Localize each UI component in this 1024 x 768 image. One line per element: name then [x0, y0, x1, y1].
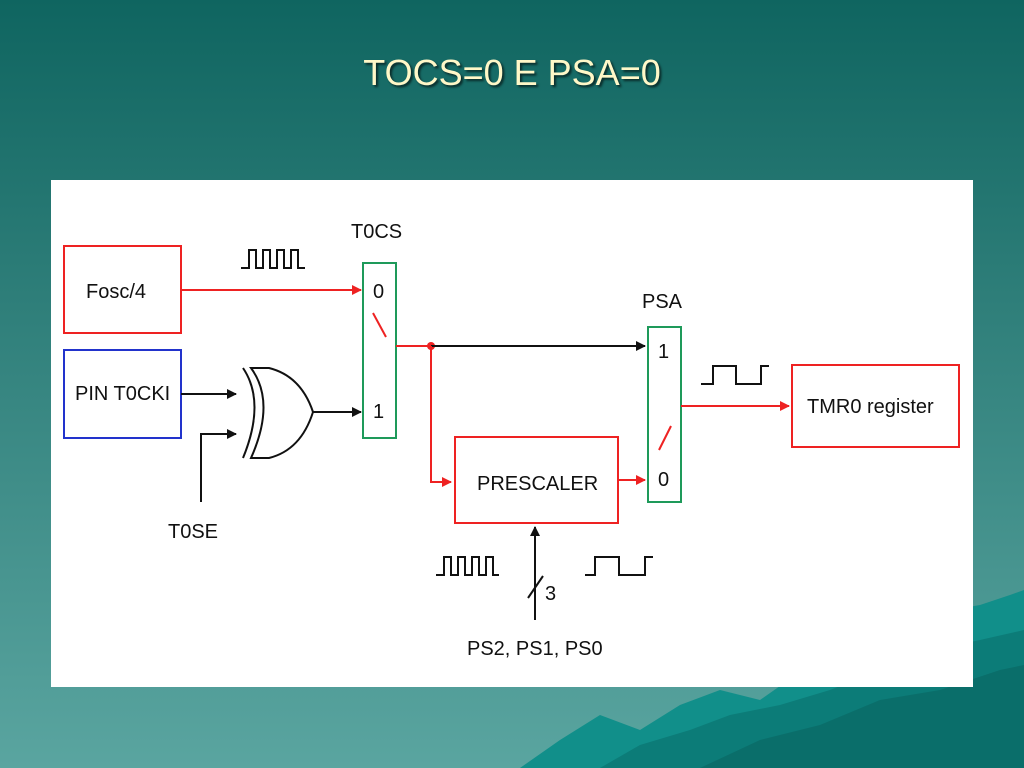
- fosc-label: Fosc/4: [86, 281, 146, 303]
- slide-title: TOCS=0 E PSA=0: [363, 52, 661, 93]
- tocs-switch: [372, 312, 387, 338]
- to-prescaler-line: [430, 346, 452, 487]
- xor-gate: [242, 367, 315, 459]
- tose-label: T0SE: [168, 521, 218, 543]
- diagram-panel: Fosc/4 PIN T0CKI T0SE T0CS 0 1 PRESCALER: [51, 180, 973, 687]
- psa-input-1: 1: [658, 341, 669, 363]
- pin-t0cki-label: PIN T0CKI: [75, 383, 170, 405]
- tose-signal-line: [200, 429, 237, 502]
- tocs-label: T0CS: [351, 221, 402, 243]
- clock-wave-output: [701, 365, 769, 385]
- tmr0-register-label: TMR0 register: [807, 396, 934, 418]
- prescaler-label: PRESCALER: [477, 473, 598, 495]
- bus-slash: [527, 575, 544, 599]
- psa-switch: [658, 425, 672, 451]
- tocs-input-0: 0: [373, 281, 384, 303]
- tmr0-register-box: [791, 364, 960, 448]
- psa-input-0: 0: [658, 469, 669, 491]
- tocs-mux: [362, 262, 397, 439]
- bus-width-label: 3: [545, 583, 556, 605]
- tocs-input-1: 1: [373, 401, 384, 423]
- psa-mux: [647, 326, 682, 503]
- ps-bits-label: PS2, PS1, PS0: [467, 638, 603, 660]
- psa-label: PSA: [642, 291, 683, 313]
- clock-wave-divided: [585, 556, 653, 576]
- clock-wave-input: [436, 556, 499, 576]
- timer-block-diagram: Fosc/4 PIN T0CKI T0SE T0CS 0 1 PRESCALER: [63, 221, 960, 660]
- clock-wave-fosc: [241, 249, 305, 269]
